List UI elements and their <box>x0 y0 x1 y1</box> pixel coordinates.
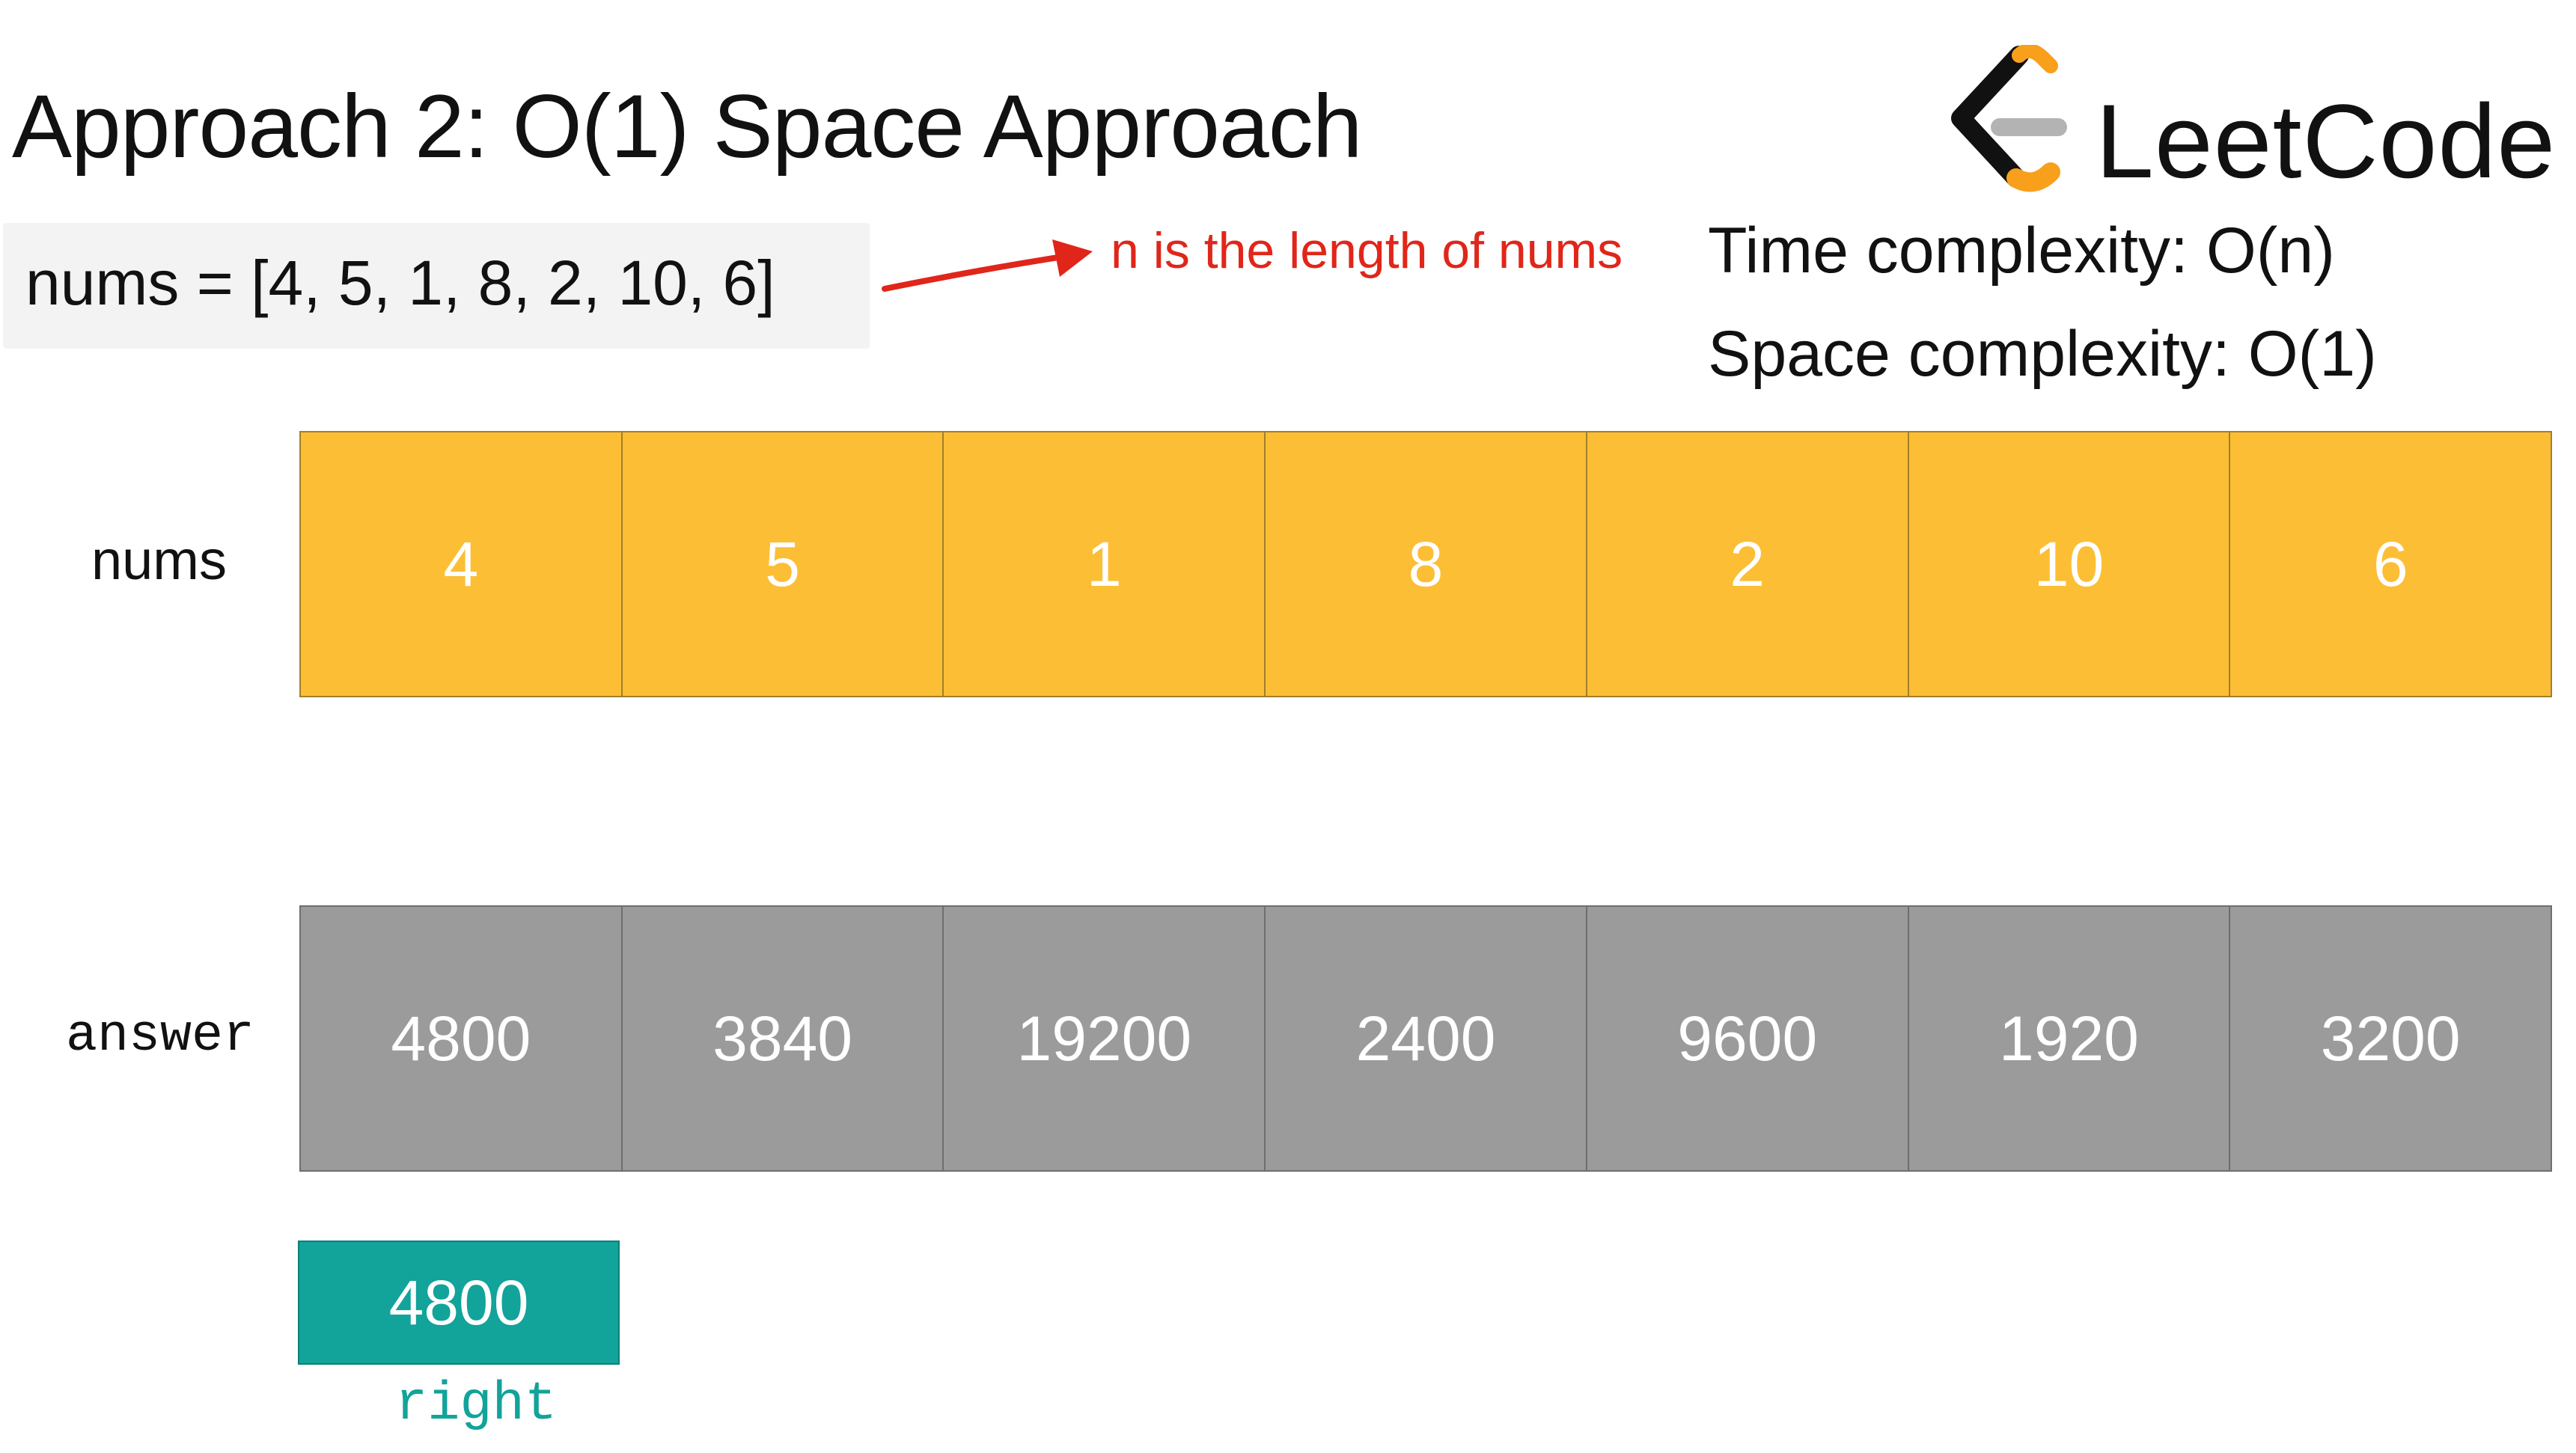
code-snippet-box <box>3 223 870 349</box>
leetcode-logo-icon <box>1951 45 2067 192</box>
answer-cell: 3840 <box>622 907 944 1170</box>
time-complexity: Time complexity: O(n) <box>1708 215 2335 287</box>
answer-row-label: answer <box>66 1007 255 1066</box>
answer-cell: 4800 <box>301 907 623 1170</box>
answer-cell: 1920 <box>1908 907 2231 1170</box>
code-snippet: nums = [4, 5, 1, 8, 2, 10, 6] <box>25 248 775 318</box>
nums-cell: 5 <box>622 432 944 696</box>
answer-cell: 2400 <box>1266 907 1587 1170</box>
space-complexity: Space complexity: O(1) <box>1708 318 2377 390</box>
red-arrow-icon <box>882 239 1093 292</box>
nums-cell: 4 <box>301 432 623 696</box>
right-variable-box: 4800 <box>298 1241 620 1365</box>
answer-cell: 19200 <box>944 907 1266 1170</box>
nums-cell: 10 <box>1908 432 2231 696</box>
nums-cell: 1 <box>944 432 1266 696</box>
leetcode-logo: LeetCode <box>1938 45 2555 200</box>
nums-cell: 6 <box>2230 432 2553 696</box>
answer-cell: 3200 <box>2230 907 2553 1170</box>
nums-cell: 8 <box>1266 432 1587 696</box>
page-title: Approach 2: O(1) Space Approach <box>12 76 1362 177</box>
nums-row-label: nums <box>91 529 227 591</box>
answer-array: 4800 3840 19200 2400 9600 1920 3200 <box>299 905 2553 1172</box>
right-variable-label: right <box>395 1374 558 1435</box>
answer-cell: 9600 <box>1587 907 1909 1170</box>
nums-array: 4 5 1 8 2 10 6 <box>299 431 2553 697</box>
logo-text: LeetCode <box>2096 82 2557 200</box>
annotation-note: n is the length of nums <box>1111 222 1623 279</box>
nums-cell: 2 <box>1587 432 1909 696</box>
